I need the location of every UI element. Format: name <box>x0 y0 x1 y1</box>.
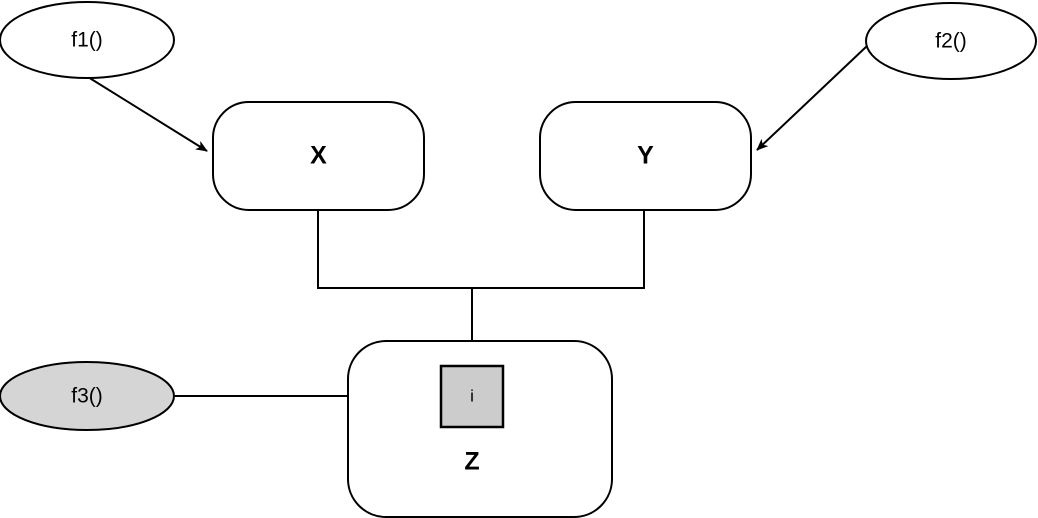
function-f2-label: f2() <box>935 30 967 53</box>
node-y-shape[interactable] <box>539 101 752 211</box>
edge-xy-join-to-i <box>317 210 645 362</box>
function-f3-shape[interactable] <box>0 361 175 431</box>
function-f1-label: f1() <box>71 29 103 52</box>
function-f1-shape[interactable] <box>0 1 175 79</box>
node-z-shape[interactable] <box>347 340 613 518</box>
function-f2-shape[interactable] <box>865 2 1037 80</box>
function-f3-label: f3() <box>71 385 103 408</box>
node-y[interactable]: Y <box>539 101 752 211</box>
function-f2[interactable]: f2() <box>865 2 1037 80</box>
node-i[interactable]: i <box>439 364 505 429</box>
function-f1[interactable]: f1() <box>0 1 175 79</box>
node-x[interactable]: X <box>212 101 425 211</box>
edge-f1-to-x <box>87 76 208 152</box>
node-z-label: Z <box>464 448 479 476</box>
node-y-label: Y <box>637 142 654 170</box>
node-x-label: X <box>310 142 327 170</box>
node-i-shape[interactable] <box>439 364 505 429</box>
node-i-label: i <box>470 386 474 405</box>
node-z[interactable]: Z <box>347 340 613 518</box>
edge-f2-to-y <box>756 45 868 151</box>
xy-join-path <box>317 210 645 289</box>
function-f3[interactable]: f3() <box>0 361 175 431</box>
node-x-shape[interactable] <box>212 101 425 211</box>
f1-to-x-arrow <box>87 76 208 152</box>
f2-to-y-arrow <box>756 45 868 151</box>
